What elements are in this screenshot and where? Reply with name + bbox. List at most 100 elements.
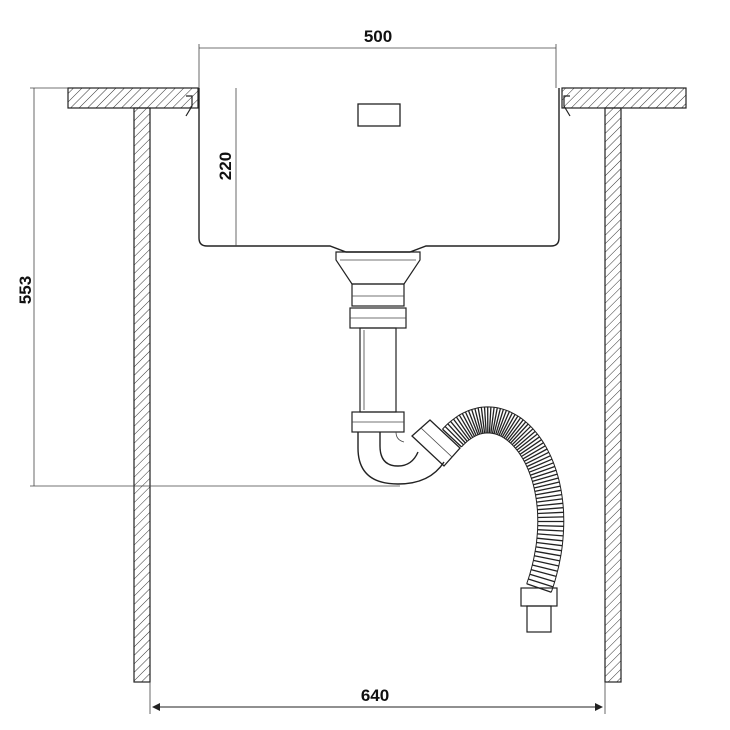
trap-outer [357, 432, 445, 485]
hose-rib [511, 425, 532, 446]
hose-rib [498, 411, 510, 436]
connector-line [420, 427, 453, 458]
hose-rib [508, 421, 527, 443]
hose-rib [536, 498, 563, 503]
hose-rib [534, 550, 561, 557]
hose-rib [526, 455, 551, 468]
hose-rib [537, 511, 564, 515]
cabinet [133, 107, 622, 683]
hose-connector [411, 419, 461, 467]
hose-rib [519, 439, 542, 455]
hose-rib [514, 430, 536, 449]
hose-edge-outer [461, 432, 539, 584]
hose-rib [531, 469, 557, 479]
hose-rib [444, 425, 464, 446]
hose-rib [525, 451, 550, 465]
drain-collar [351, 283, 405, 307]
hose-rib [488, 406, 492, 434]
dim-500-label: 500 [364, 27, 392, 46]
hose-rib [536, 493, 562, 500]
clip-right [563, 95, 571, 117]
hose-rib [537, 529, 564, 532]
hose-rib [533, 559, 559, 567]
hose-rib [474, 408, 482, 434]
hose-rib [483, 406, 487, 434]
hose-rib [536, 541, 563, 547]
hose-rib [506, 419, 524, 441]
hose-edge-inner [442, 406, 565, 593]
hose-rib [442, 428, 462, 448]
dimension-drain-height: 553 [16, 87, 400, 487]
hose-rib [447, 423, 466, 444]
hose-rib [537, 533, 564, 537]
hose-rib [493, 408, 502, 434]
hose-rib [534, 555, 560, 562]
hose-end-pipe [526, 605, 552, 633]
dimension-cabinet-width: 640 [149, 682, 606, 714]
hose-rib [529, 573, 555, 583]
cabinet-right-panel [604, 107, 622, 683]
hose-rib [533, 481, 560, 489]
sink-bowl-outline [198, 88, 560, 253]
hose-rib [530, 465, 556, 476]
cabinet-left-panel [133, 107, 151, 683]
countertop [67, 87, 687, 109]
hose-rib [461, 413, 476, 437]
hose-rib [464, 411, 477, 436]
hose-rib [503, 415, 519, 439]
hose-rib [530, 568, 557, 578]
countertop-left [67, 87, 199, 109]
hose-rib [450, 420, 468, 442]
clip-left [185, 95, 193, 117]
hose-rib [527, 458, 553, 470]
hose-rib [458, 414, 474, 438]
hose-rib [534, 485, 561, 493]
hose-rib [532, 564, 558, 572]
hose-rib [536, 537, 563, 542]
hose-rib [537, 516, 564, 519]
hose-rib [467, 410, 479, 436]
dimension-sink-width: 500 [198, 27, 557, 88]
tail-pipe [359, 327, 397, 413]
drain-assembly [335, 251, 421, 433]
hose-rib [495, 409, 505, 435]
hose-rib [455, 416, 472, 439]
hose-rib [490, 407, 495, 434]
hose-rib [480, 407, 486, 434]
hose-rib [535, 546, 562, 552]
hose-rib [500, 412, 513, 437]
drain-funnel [335, 251, 421, 285]
hose-rib [523, 448, 548, 462]
mounting-clips [185, 95, 571, 117]
countertop-right [561, 87, 687, 109]
hose-rib [516, 433, 538, 451]
hose-rib [510, 423, 529, 444]
dimension-bowl-depth: 220 [216, 88, 237, 246]
trap-elbow-inner [395, 431, 405, 443]
hose-rib [536, 502, 563, 507]
hose-rib [522, 445, 546, 460]
overflow-slot [357, 103, 401, 127]
hose-rib [535, 489, 562, 496]
hose-rib [477, 407, 484, 434]
hose-end-fitting [520, 587, 558, 633]
hose-rib [528, 462, 554, 473]
hose-rib [532, 473, 558, 483]
hose-rib [533, 477, 559, 486]
corrugated-hose [442, 406, 565, 593]
hose-rib [513, 428, 534, 447]
connector-nut [411, 419, 461, 467]
dim-553-label: 553 [16, 276, 35, 304]
hose-rib [452, 418, 470, 441]
hose-rib [491, 407, 498, 434]
sink-bowl [198, 88, 560, 253]
dim-220-label: 220 [216, 152, 235, 180]
trap-inner [379, 432, 419, 467]
hose-rib [505, 417, 522, 440]
hose-rib [537, 507, 564, 511]
hose-rib [521, 442, 544, 458]
hose-rib [501, 414, 516, 438]
dim-640-label: 640 [361, 686, 389, 705]
p-trap [357, 431, 445, 485]
